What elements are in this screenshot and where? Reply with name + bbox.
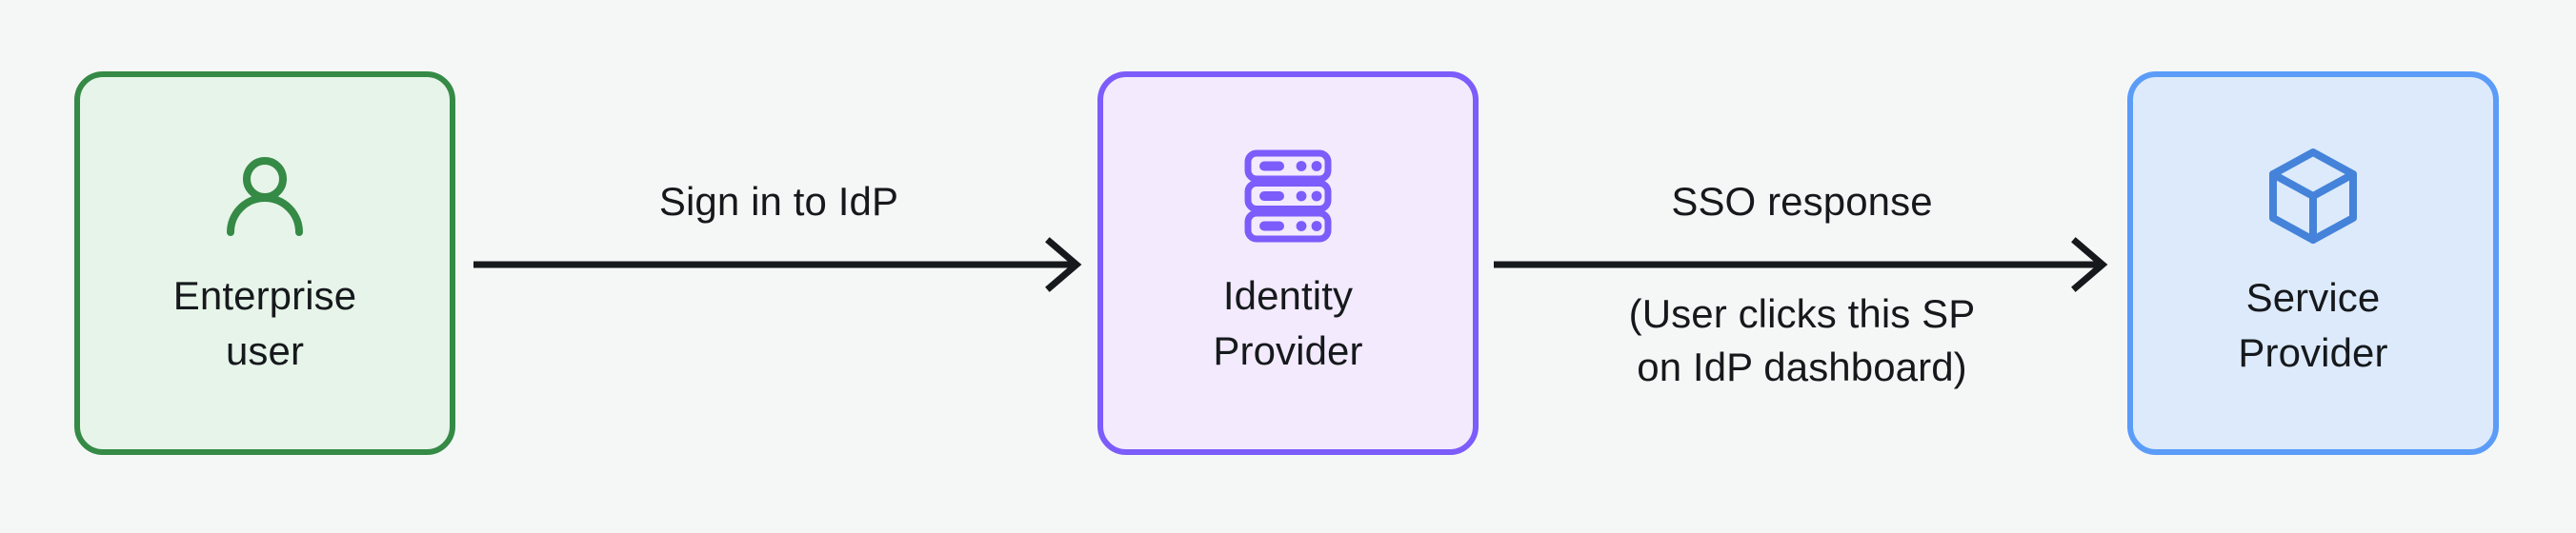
edge-label-below: (User clicks this SP on IdP dashboard): [1628, 291, 1976, 389]
node-label: Service Provider: [2238, 275, 2388, 375]
cube-icon: [2265, 147, 2361, 246]
arrow-line: [1494, 237, 2108, 292]
node-service-provider[interactable]: Service Provider: [2127, 71, 2499, 455]
node-label: Enterprise user: [172, 273, 357, 373]
edge-label-above: Sign in to IdP: [658, 179, 899, 225]
user-icon: [217, 148, 312, 244]
arrow-line: [473, 237, 1082, 292]
node-enterprise-user[interactable]: Enterprise user: [74, 71, 455, 455]
edge-idp-to-sp: SSO response (User clicks this SP on IdP…: [1494, 0, 2110, 533]
node-label: Identity Provider: [1213, 273, 1363, 373]
edge-label-above: SSO response: [1671, 179, 1933, 225]
node-identity-provider[interactable]: Identity Provider: [1097, 71, 1479, 455]
server-stack-icon: [1242, 148, 1334, 244]
edge-user-to-idp: Sign in to IdP: [473, 0, 1084, 533]
